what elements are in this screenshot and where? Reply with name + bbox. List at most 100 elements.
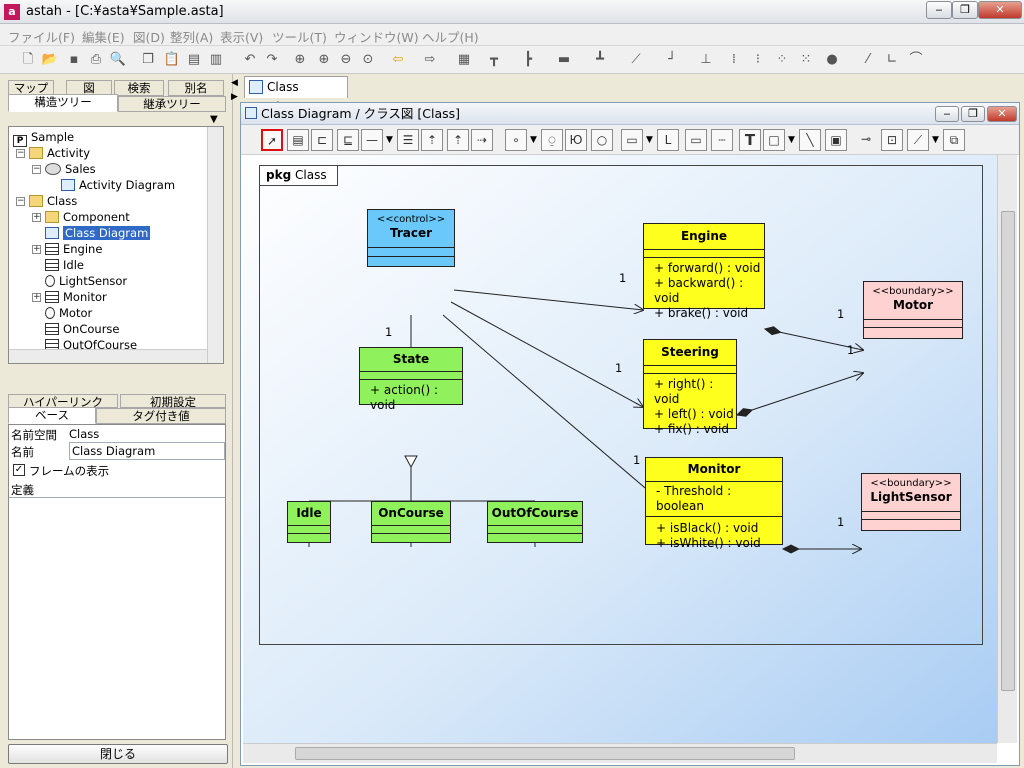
diagram-minimize-button[interactable]: ‒ bbox=[935, 106, 959, 122]
package-frame[interactable]: pkg Class bbox=[259, 165, 983, 645]
menu-align[interactable]: 整列(A) bbox=[170, 30, 214, 45]
subsystem-tool-icon[interactable]: ⊑ bbox=[337, 129, 359, 151]
package-tool-icon[interactable]: ⊏ bbox=[311, 129, 333, 151]
canvas-horizontal-scrollbar[interactable] bbox=[243, 743, 997, 763]
tree-item[interactable]: Idle bbox=[45, 257, 84, 273]
tree-horizontal-scrollbar[interactable] bbox=[9, 349, 207, 363]
align-center-icon[interactable]: ▬ bbox=[557, 52, 571, 67]
tree-item[interactable]: +Component bbox=[32, 209, 130, 225]
paste-icon[interactable]: 📋 bbox=[163, 52, 181, 67]
tree-item[interactable]: +Monitor bbox=[32, 289, 107, 305]
frame-checkbox[interactable]: ✓ bbox=[13, 464, 25, 476]
menu-view[interactable]: 表示(V) bbox=[220, 30, 264, 45]
collapse-icon[interactable]: − bbox=[16, 148, 25, 158]
tab-structure-tree[interactable]: 構造ツリー bbox=[8, 94, 118, 112]
menu-help[interactable]: ヘルプ(H) bbox=[422, 30, 479, 45]
tree-item[interactable]: Class Diagram bbox=[45, 225, 151, 241]
maximize-button[interactable]: ❐ bbox=[952, 1, 978, 19]
print-preview-icon[interactable]: 🔍 bbox=[109, 52, 127, 67]
tree-item[interactable]: −Sales bbox=[32, 161, 96, 177]
open-file-icon[interactable]: 📂 bbox=[41, 52, 59, 67]
tab-alias[interactable]: 別名 bbox=[168, 80, 224, 96]
menu-window[interactable]: ウィンドウ(W) bbox=[334, 30, 419, 45]
pane-splitter[interactable] bbox=[232, 74, 238, 768]
collapse-arrow-icon[interactable]: ◀ bbox=[231, 78, 238, 88]
tree-item[interactable]: LightSensor bbox=[45, 273, 127, 289]
collapse-icon[interactable]: − bbox=[16, 196, 25, 206]
undo-icon[interactable]: ↶ bbox=[244, 52, 256, 67]
line-tool-icon[interactable]: ⁄ bbox=[866, 52, 870, 67]
link-tool-icon[interactable]: L bbox=[657, 129, 679, 151]
menu-tools[interactable]: ツール(T) bbox=[272, 30, 327, 45]
forward-arrow-icon[interactable]: ⇨ bbox=[424, 52, 436, 67]
tab-inheritance-tree[interactable]: 継承ツリー bbox=[118, 96, 226, 112]
tab-initial-settings[interactable]: 初期設定 bbox=[120, 394, 226, 409]
layout3-icon[interactable]: ⁙ bbox=[800, 52, 812, 67]
pin-tool-icon[interactable]: ⊡ bbox=[881, 129, 903, 151]
usage-dropdown-icon[interactable]: ▼ bbox=[530, 135, 537, 145]
distribute-icon[interactable]: ⁞ bbox=[731, 52, 737, 67]
align-top-icon[interactable]: ┳ bbox=[490, 52, 498, 67]
rectangle-tool-icon[interactable]: □ bbox=[763, 129, 785, 151]
line-shape-dropdown-icon[interactable]: ▼ bbox=[932, 135, 939, 145]
tree-menu-arrow-icon[interactable]: ▼ bbox=[210, 114, 218, 125]
canvas-vertical-scrollbar[interactable] bbox=[997, 155, 1017, 743]
tree-item[interactable]: −Activity bbox=[16, 145, 90, 161]
expand-icon[interactable]: + bbox=[32, 244, 41, 254]
class-tool-icon[interactable]: ▤ bbox=[287, 129, 309, 151]
dependency-tool-icon[interactable]: ⇢ bbox=[471, 129, 493, 151]
horizontal-scroll-thumb[interactable] bbox=[295, 747, 795, 760]
grid-icon[interactable]: ▦ bbox=[457, 52, 471, 67]
class-tracer[interactable]: <<control>> Tracer bbox=[367, 209, 455, 267]
interface-tool-icon[interactable]: ⍜ bbox=[541, 129, 563, 151]
line-corner-icon[interactable]: ┘ bbox=[668, 52, 676, 67]
print-icon[interactable]: ⎙ bbox=[90, 52, 102, 67]
diagram-restore-button[interactable]: ❐ bbox=[961, 106, 985, 122]
close-window-button[interactable]: ✕ bbox=[978, 1, 1022, 19]
instance-dropdown-icon[interactable]: ▼ bbox=[646, 135, 653, 145]
tab-base[interactable]: ベース bbox=[8, 407, 96, 424]
class-oncourse[interactable]: OnCourse bbox=[371, 501, 451, 543]
telescope-icon[interactable]: ⊸ bbox=[860, 132, 872, 146]
tree-item[interactable]: −Class bbox=[16, 193, 77, 209]
align-bottom-icon[interactable]: ┻ bbox=[596, 52, 604, 67]
text-tool-icon[interactable]: T bbox=[739, 129, 761, 151]
tab-search[interactable]: 検索 bbox=[114, 80, 164, 96]
class-steering[interactable]: Steering + right() : void + left() : voi… bbox=[643, 339, 737, 436]
menu-diagram[interactable]: 図(D) bbox=[133, 30, 165, 45]
class-state[interactable]: State + action() : void bbox=[359, 347, 463, 412]
tree-item[interactable]: OnCourse bbox=[45, 321, 120, 337]
collapse-icon[interactable]: − bbox=[32, 164, 41, 174]
line-shape-tool-icon[interactable]: ⟋ bbox=[907, 129, 929, 151]
diagram-canvas[interactable]: pkg Class <<control>> Tracer Engine + fo… bbox=[243, 155, 997, 743]
shape-dropdown-icon[interactable]: ▼ bbox=[788, 135, 795, 145]
zoom-fit-icon[interactable]: ⊕ bbox=[294, 52, 306, 67]
tab-tagged-values[interactable]: タグ付き値 bbox=[96, 408, 226, 424]
vertical-scroll-thumb[interactable] bbox=[1001, 211, 1015, 691]
usage-tool-icon[interactable]: ∘ bbox=[505, 129, 527, 151]
association-tool-icon[interactable]: — bbox=[361, 129, 383, 151]
layout-icon[interactable]: ⁝ bbox=[755, 52, 761, 67]
tab-class-diagram[interactable]: Class Diagram bbox=[244, 76, 348, 114]
class-motor[interactable]: <<boundary>> Motor bbox=[863, 281, 963, 339]
diagram-close-button[interactable]: ✕ bbox=[987, 106, 1017, 122]
required-interface-tool-icon[interactable]: Ю bbox=[565, 129, 587, 151]
instance-tool-icon[interactable]: ▭ bbox=[621, 129, 643, 151]
color-icon[interactable]: ● bbox=[826, 52, 838, 67]
note-link-icon[interactable]: ∟ bbox=[886, 52, 898, 67]
tree-vertical-scrollbar[interactable] bbox=[207, 127, 223, 363]
class-outofcourse[interactable]: OutOfCourse bbox=[487, 501, 583, 543]
align-left-icon[interactable]: ┣ bbox=[524, 52, 532, 67]
menu-file[interactable]: ファイル(F) bbox=[8, 30, 75, 45]
copy-icon[interactable]: ❐ bbox=[142, 52, 154, 67]
tree-item[interactable]: +Engine bbox=[32, 241, 102, 257]
association-class-tool-icon[interactable]: ☰ bbox=[397, 129, 419, 151]
curve-icon[interactable]: ⌒ bbox=[909, 52, 923, 67]
class-monitor[interactable]: Monitor - Threshold : boolean + isBlack(… bbox=[645, 457, 783, 550]
line-style-icon[interactable]: ⟋ bbox=[631, 52, 641, 67]
layout2-icon[interactable]: ⁘ bbox=[776, 52, 788, 67]
zoom-out-icon[interactable]: ⊖ bbox=[340, 52, 352, 67]
expand-icon[interactable]: + bbox=[32, 212, 41, 222]
tab-hyperlink[interactable]: ハイパーリンク bbox=[8, 394, 118, 409]
